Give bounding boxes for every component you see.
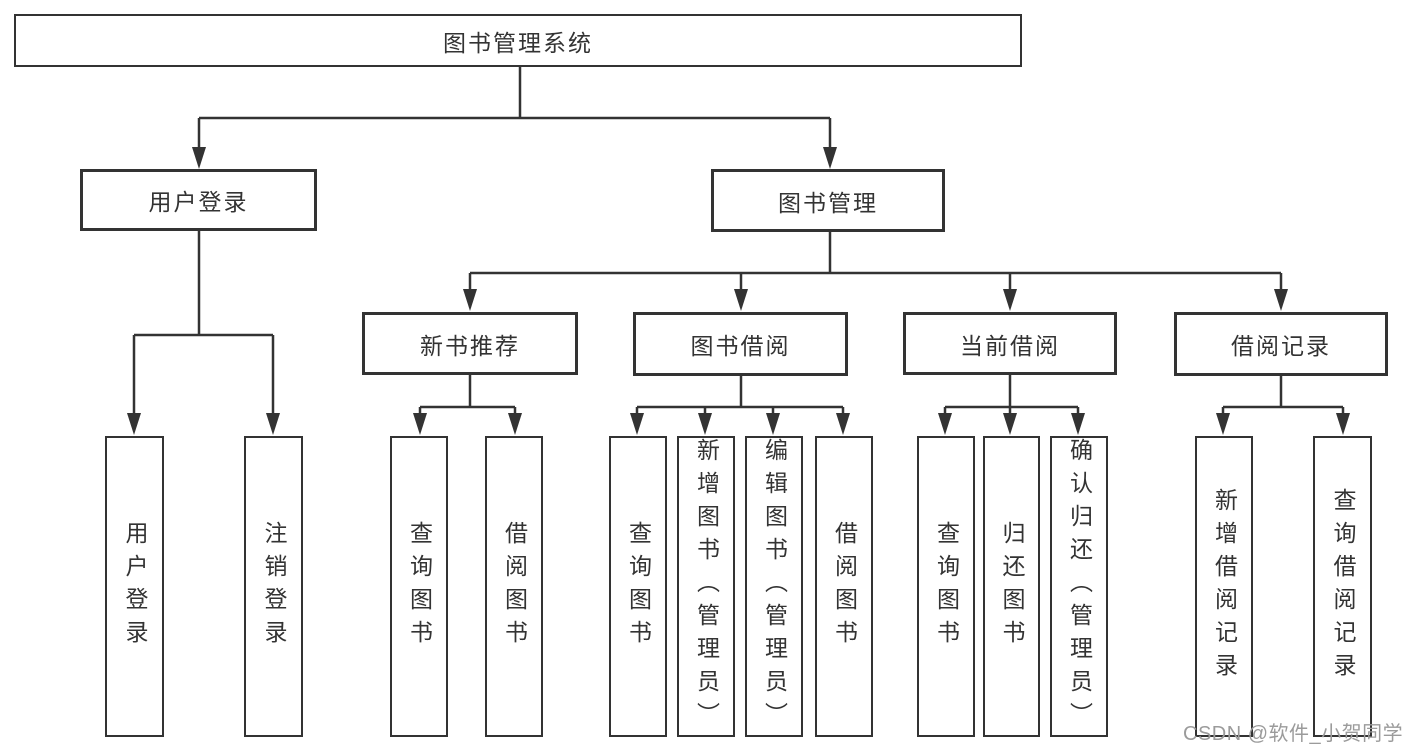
- node-label: 图书借阅: [690, 333, 791, 359]
- node-label: 用户登录: [122, 520, 148, 653]
- leaf-current-confirm-return-admin: 确认归还（管理员）: [1050, 436, 1108, 737]
- leaf-logout: 注销登录: [244, 436, 303, 737]
- node-book-borrowing: 图书借阅: [633, 312, 848, 376]
- node-label: 新书推荐: [420, 332, 520, 359]
- leaf-current-query-book: 查询图书: [917, 436, 975, 737]
- node-label: 查询图书: [406, 520, 433, 653]
- node-label: 查询借阅记录: [1330, 487, 1356, 686]
- node-book-management: 图书管理: [711, 169, 945, 232]
- node-label: 新增图书（管理员）: [693, 438, 720, 735]
- node-label: 借阅图书: [501, 520, 528, 653]
- node-label: 借阅图书: [831, 520, 858, 653]
- node-label: 查询图书: [625, 520, 652, 653]
- leaf-records-add-borrow-record: 新增借阅记录: [1195, 436, 1253, 737]
- node-label: 图书管理: [778, 189, 878, 216]
- leaf-borrowing-borrow-book: 借阅图书: [815, 436, 873, 737]
- node-label: 确认归还（管理员）: [1066, 438, 1093, 735]
- node-label: 归还图书: [999, 520, 1025, 653]
- leaf-newbook-query-book: 查询图书: [390, 436, 448, 737]
- node-label: 编辑图书（管理员）: [761, 438, 788, 735]
- node-label: 图书管理系统: [443, 29, 593, 56]
- leaf-user-login: 用户登录: [105, 436, 164, 737]
- leaf-current-return-book: 归还图书: [983, 436, 1040, 737]
- node-current-borrowing: 当前借阅: [903, 312, 1117, 375]
- arrowheads: [127, 147, 1350, 435]
- leaf-newbook-borrow-book: 借阅图书: [485, 436, 543, 737]
- node-user-login: 用户登录: [80, 169, 317, 231]
- leaf-borrowing-edit-book-admin: 编辑图书（管理员）: [745, 436, 803, 737]
- node-label: 用户登录: [148, 189, 249, 215]
- node-borrowing-records: 借阅记录: [1174, 312, 1388, 376]
- node-label: 查询图书: [933, 520, 960, 653]
- csdn-watermark: CSDN @软件_小贺同学: [1183, 723, 1404, 745]
- node-label: 当前借阅: [960, 332, 1060, 359]
- leaf-borrowing-add-book-admin: 新增图书（管理员）: [677, 436, 735, 737]
- node-new-book-recommend: 新书推荐: [362, 312, 578, 375]
- node-label: 借阅记录: [1231, 333, 1331, 359]
- leaf-records-query-borrow-record: 查询借阅记录: [1313, 436, 1372, 737]
- leaf-borrowing-query-book: 查询图书: [609, 436, 667, 737]
- node-label: 新增借阅记录: [1211, 487, 1238, 686]
- node-label: 注销登录: [261, 520, 287, 653]
- node-root-library-system: 图书管理系统: [14, 14, 1022, 67]
